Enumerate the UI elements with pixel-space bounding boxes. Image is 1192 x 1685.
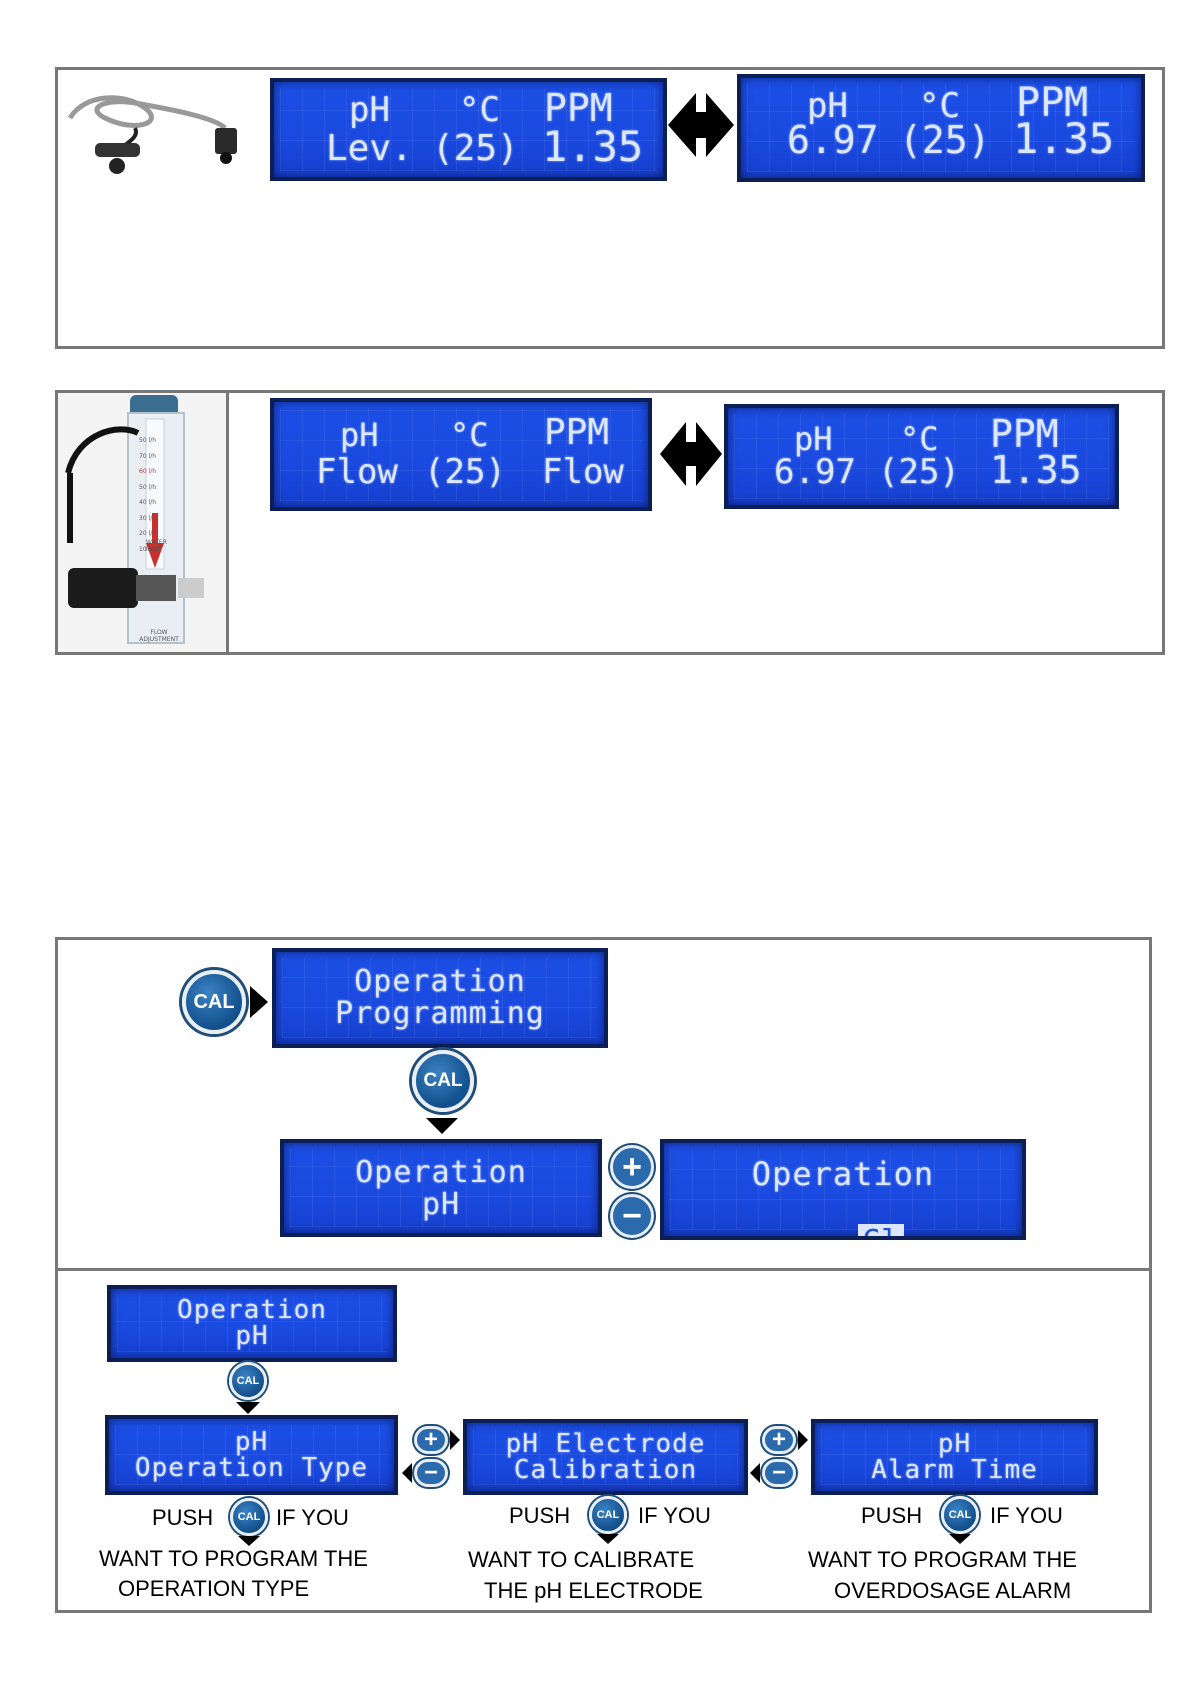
caption-push: PUSH [152,1505,214,1530]
lcd-ph-electrode-calibration: pH Electrode Calibration [463,1419,748,1495]
arrow-left-icon [402,1463,412,1483]
caption-line3: OVERDOSAGE ALARM [834,1578,1072,1603]
level-sensor-image [67,95,237,174]
lcd-operation-ph: Operation pH [280,1139,602,1237]
toggle-arrow-icon [668,93,734,157]
flowmeter-inlet-label: WATER INLET [146,539,167,553]
lcd-value-temp: (25) [432,128,519,169]
lcd-value-temp: (25) [424,452,506,492]
lcd-line2: Programming [335,996,545,1031]
caption-line3: OPERATION TYPE [118,1576,310,1601]
lcd-header-ph: pH [340,416,379,454]
plus-button[interactable]: + [610,1145,654,1189]
lcd-value-ppm: 1.35 [1013,114,1115,163]
lcd-header-temp: °C [459,90,500,130]
lcd-header-ppm: PPM [990,412,1059,456]
lcd-operation-cl: Operation Cl [660,1139,1026,1240]
lcd-value-temp: (25) [878,452,960,492]
minus-button[interactable]: − [762,1459,796,1487]
toggle-arrow-icon [660,422,722,486]
lcd-line2: pH [421,1187,461,1222]
caption-line2: WANT TO PROGRAM THE [808,1547,1077,1572]
flowmeter-scale: 50 l/h 70 l/h 60 l/h 50 l/h 40 l/h 30 l/… [139,433,156,557]
caption-line2: WANT TO CALIBRATE [468,1547,695,1572]
lcd-value-flow-ph: Flow [316,452,398,492]
cal-button[interactable]: CAL [230,1498,268,1536]
cal-button[interactable]: CAL [229,1362,267,1400]
arrow-right-icon [250,986,268,1018]
arrow-left-icon [750,1463,760,1483]
arrow-right-icon [450,1430,460,1450]
lcd-header-ph: pH [794,420,833,458]
scale-tick: 20 l/h [139,530,157,537]
scale-tick: 10 l/h [139,545,157,553]
lcd-value-ph: 6.97 [774,452,856,492]
lcd-line2: Calibration [513,1455,698,1485]
lcd-header-ppm: PPM [544,412,610,453]
minus-button[interactable]: − [610,1194,654,1238]
arrow-down-icon [426,1118,458,1134]
flowmeter-image [65,395,204,644]
lcd-header-ph: pH [807,86,848,126]
lcd-header-temp: °C [900,420,939,458]
lcd-value-flow-ppm: Flow [542,452,624,492]
caption-line2: WANT TO PROGRAM THE [99,1546,368,1571]
lcd-selected-value: Cl [858,1224,905,1236]
lcd-reading-display: pH °C PPM 6.97 (25) 1.35 [724,404,1119,509]
lcd-line1: pH [234,1427,269,1457]
lcd-operation-programming: Operation Programming [272,948,608,1048]
caption-push: PUSH [509,1503,571,1528]
lcd-value-ppm: 1.35 [990,448,1082,492]
caption-line3: THE pH ELECTRODE [484,1578,703,1603]
lcd-line1: Operation [177,1295,327,1325]
cal-button[interactable]: CAL [182,970,246,1034]
lcd-flow-display: pH °C PPM Flow (25) Flow [270,398,652,511]
scale-tick: 30 l/h [139,514,157,522]
lcd-line2-wrap: Cl [664,1189,1022,1236]
caption-push: PUSH [861,1503,923,1528]
lcd-header-ppm: PPM [1016,80,1089,126]
caption-if-you: IF YOU [276,1505,349,1530]
plus-button[interactable]: + [762,1426,796,1454]
lcd-value-temp: (25) [899,118,991,162]
cal-button[interactable]: CAL [412,1050,474,1112]
arrow-down-icon [597,1534,619,1544]
scale-tick: 70 l/h [139,452,157,460]
lcd-line1: pH [937,1429,972,1459]
lcd-line1: Operation [354,964,526,999]
lcd-level-display: pH °C PPM Lev. (25) 1.35 [270,78,667,181]
caption-if-you: IF YOU [638,1503,711,1528]
scale-tick: 50 l/h [139,483,157,491]
lcd-ph-alarm-time: pH Alarm Time [811,1419,1098,1495]
lcd-header-temp: °C [919,86,960,126]
lcd-line1: pH Electrode [505,1429,706,1459]
arrow-right-icon [798,1430,808,1450]
lcd-header-ppm: PPM [544,86,613,130]
lcd-operation-ph: Operation pH [107,1285,397,1362]
caption-if-you: IF YOU [990,1503,1063,1528]
lcd-line2: pH [235,1321,269,1351]
arrow-down-icon [949,1534,971,1544]
lcd-value-ppm: 1.35 [542,122,644,171]
lcd-value-ph: 6.97 [787,118,879,162]
lcd-header-temp: °C [450,416,489,454]
arrow-down-icon [236,1402,260,1414]
arrow-down-icon [238,1536,260,1546]
scale-tick: 40 l/h [139,499,157,506]
cal-button[interactable]: CAL [941,1496,979,1534]
lcd-ph-operation-type: pH Operation Type [105,1415,398,1495]
lcd-reading-display: pH °C PPM 6.97 (25) 1.35 [737,74,1145,182]
lcd-header-ph: pH [349,90,390,130]
lcd-value-level: Lev. [326,128,413,169]
minus-button[interactable]: − [414,1459,448,1487]
lcd-line1: Operation [751,1155,935,1193]
plus-button[interactable]: + [414,1426,448,1454]
flowmeter-adjust-label: FLOW ADJUSTMENT [139,629,179,643]
scale-tick: 60 l/h [139,468,157,475]
lcd-line1: Operation [355,1155,527,1190]
cal-button[interactable]: CAL [589,1496,627,1534]
lcd-line2: Operation Type [134,1453,369,1483]
lcd-line2: Alarm Time [871,1455,1038,1485]
scale-tick: 50 l/h [139,437,157,444]
